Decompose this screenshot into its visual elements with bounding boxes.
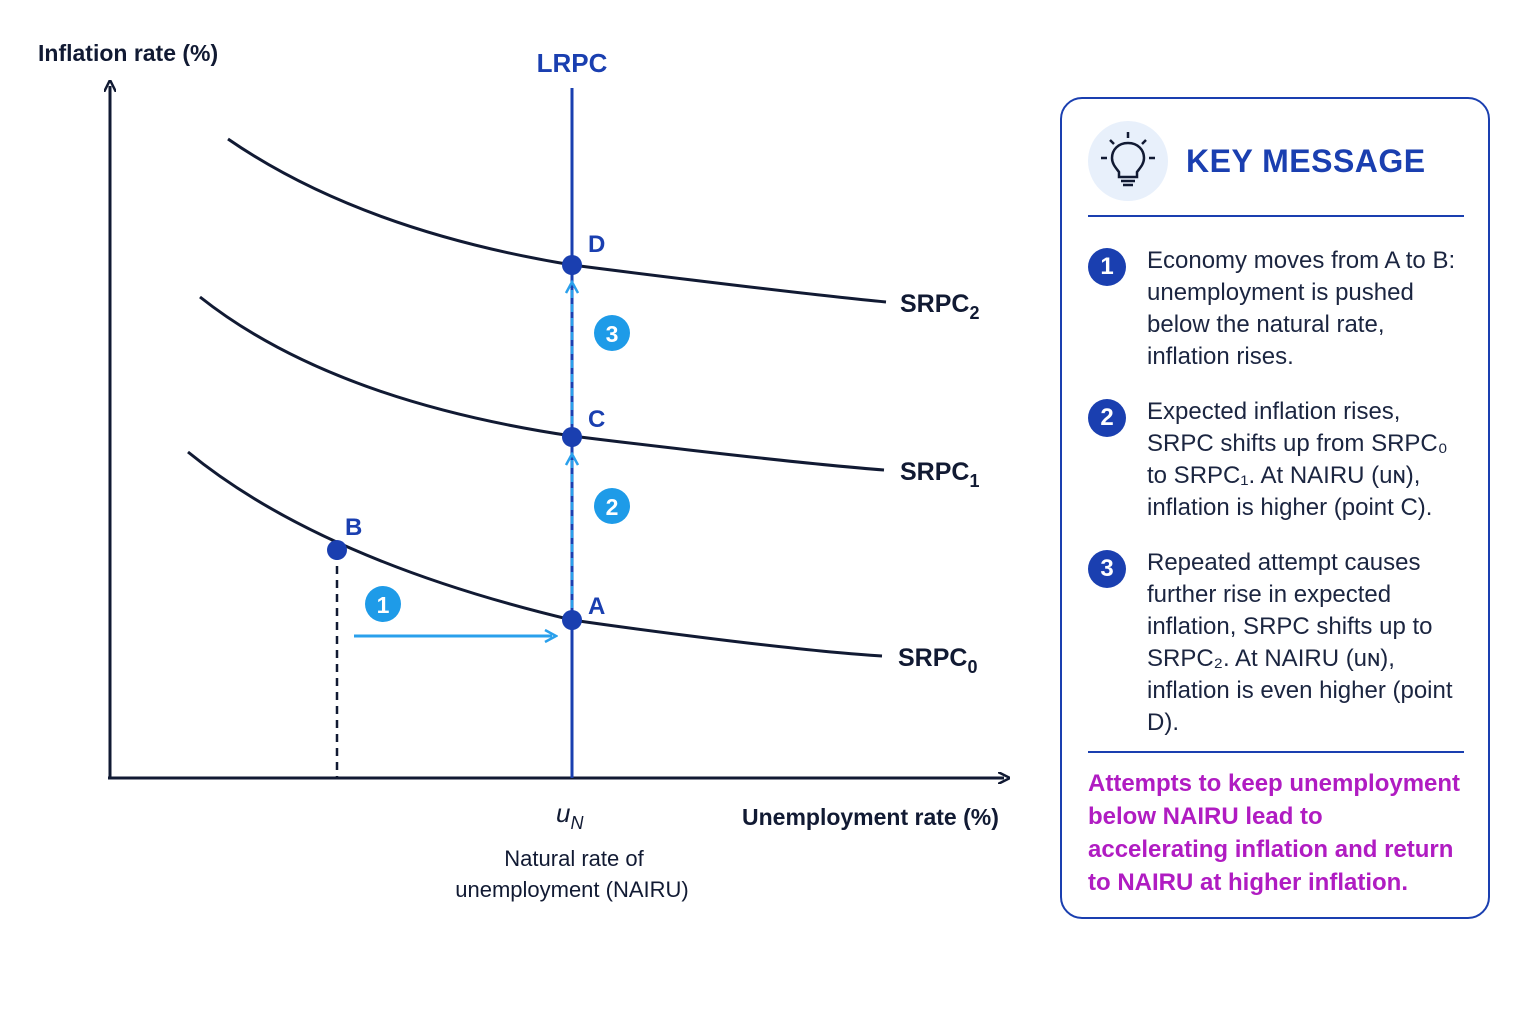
svg-text:1: 1 xyxy=(377,592,390,618)
step3-marker: 3 xyxy=(594,315,630,351)
panel-title: KEY MESSAGE xyxy=(1186,143,1426,179)
point-b-label: B xyxy=(345,514,362,541)
divider xyxy=(1088,215,1464,217)
srpc1-curve xyxy=(199,295,885,472)
point-c xyxy=(562,427,582,447)
phillips-curve-diagram: Inflation rate (%) Unemployment rate (%)… xyxy=(38,40,1050,902)
point-c-label: C xyxy=(588,406,605,433)
item-text: Economy moves from A to B: unemployment … xyxy=(1147,247,1456,370)
item-text: Expected inflation rises, SRPC shifts up… xyxy=(1147,398,1448,521)
divider xyxy=(1088,751,1464,753)
step1-marker: 1 xyxy=(365,586,401,622)
key-message-panel: KEY MESSAGE 1 Economy moves from A to B:… xyxy=(1060,97,1490,919)
lightbulb-icon xyxy=(1088,121,1168,201)
item-number-badge: 3 xyxy=(1088,550,1126,588)
y-axis-label: Inflation rate (%) xyxy=(38,40,218,66)
step2-marker: 2 xyxy=(594,488,630,524)
point-a-label: A xyxy=(588,593,605,620)
conclusion-text: Attempts to keep unemployment below NAIR… xyxy=(1088,770,1461,896)
point-d xyxy=(562,255,582,275)
lrpc-label: LRPC xyxy=(537,48,608,78)
un-label: uN xyxy=(556,798,584,833)
srpc1-label: SRPC1 xyxy=(900,458,979,491)
svg-text:3: 3 xyxy=(606,321,619,347)
point-d-label: D xyxy=(588,231,605,258)
srpc0-curve xyxy=(187,450,883,658)
nairu-caption-line1: Natural rate of xyxy=(504,846,644,871)
svg-text:2: 2 xyxy=(606,494,619,520)
nairu-caption-line2: unemployment (NAIRU) xyxy=(455,877,689,902)
point-b xyxy=(327,540,347,560)
item-number-badge: 2 xyxy=(1088,399,1126,437)
x-axis-label: Unemployment rate (%) xyxy=(742,804,999,830)
item-text: Repeated attempt causes further rise in … xyxy=(1147,549,1453,736)
srpc2-label: SRPC2 xyxy=(900,290,979,323)
srpc2-curve xyxy=(227,137,887,304)
srpc0-label: SRPC0 xyxy=(898,644,977,677)
point-a xyxy=(562,610,582,630)
item-number-badge: 1 xyxy=(1088,248,1126,286)
